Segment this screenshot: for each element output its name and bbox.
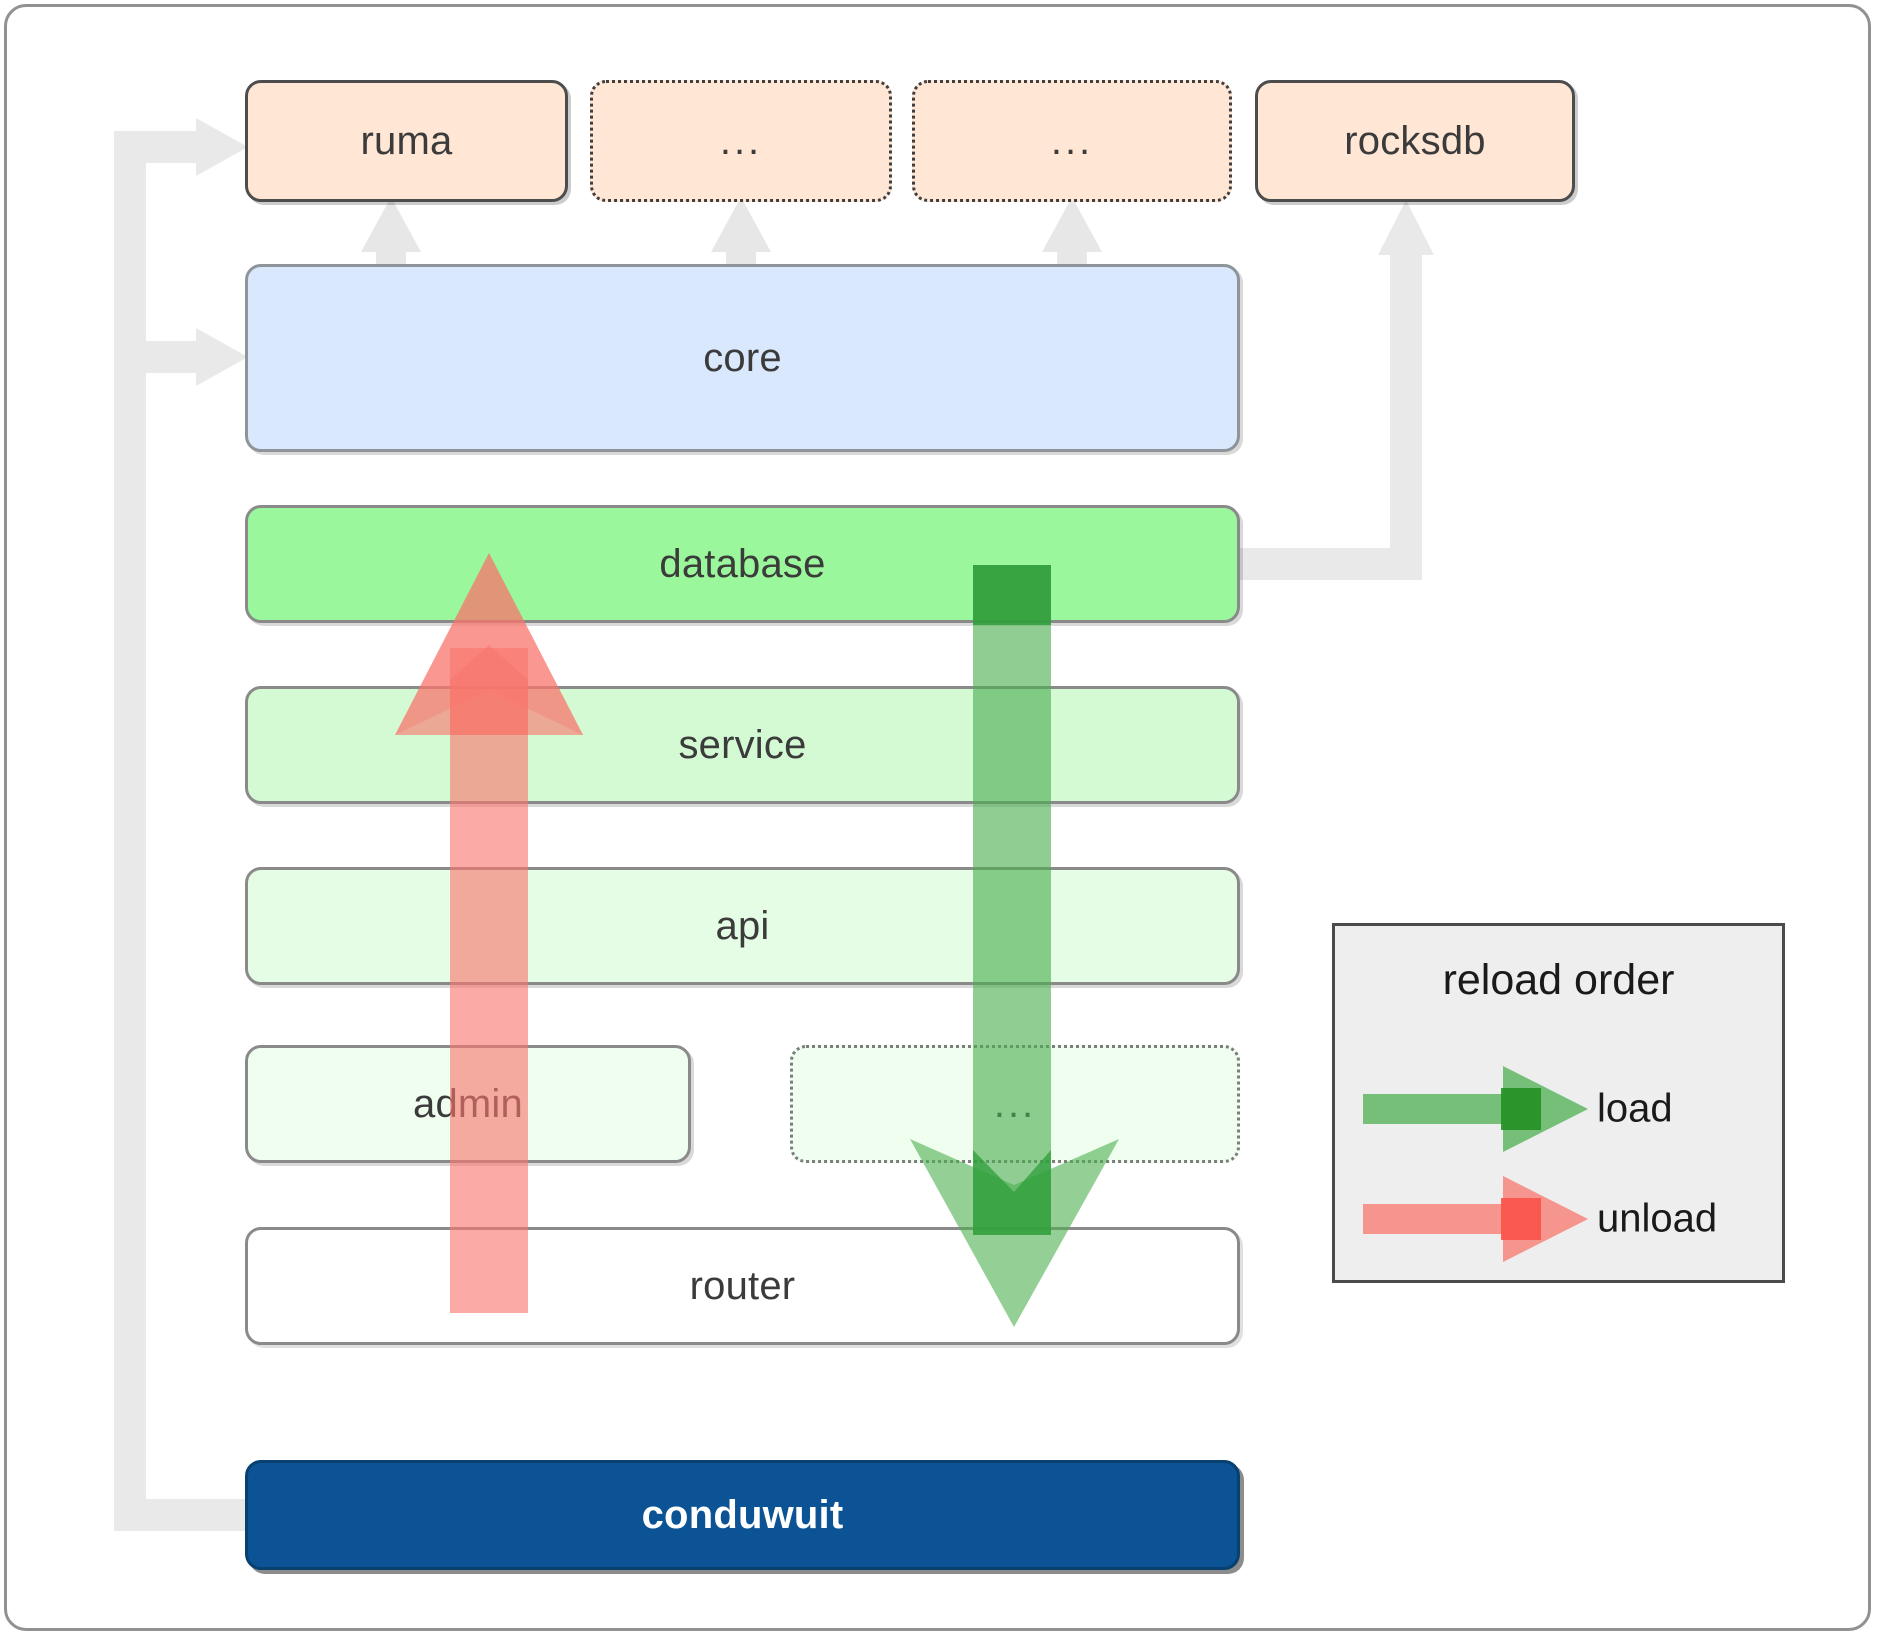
legend-label-unload: unload (1597, 1196, 1718, 1241)
dependency-box-rocksdb[interactable]: rocksdb (1255, 80, 1575, 202)
dependency-box-ruma[interactable]: ruma (245, 80, 568, 202)
layer-box-router[interactable]: router (245, 1227, 1240, 1345)
legend-panel: reload order load unload (1332, 923, 1785, 1283)
diagram-frame (4, 4, 1871, 1631)
layer-label-database: database (659, 541, 826, 586)
core-label: core (703, 335, 782, 380)
legend-title: reload order (1442, 956, 1675, 1004)
core-box[interactable]: core (245, 264, 1240, 452)
legend-row-load: load (1335, 1066, 1782, 1152)
dependency-label-rocksdb: rocksdb (1344, 118, 1486, 163)
legend-load-arrow-icon (1363, 1066, 1588, 1152)
layer-label-service: service (678, 722, 807, 767)
legend-row-unload: unload (1335, 1176, 1782, 1262)
layer-box-placeholder[interactable]: ... (790, 1045, 1240, 1163)
dependency-box-placeholder-2[interactable]: ... (912, 80, 1232, 202)
legend-label-load: load (1597, 1086, 1673, 1131)
layer-box-admin[interactable]: admin (245, 1045, 691, 1163)
legend-unload-arrow-icon (1363, 1176, 1588, 1262)
dependency-label-ruma: ruma (360, 118, 453, 163)
layer-label-api: api (715, 903, 770, 948)
application-box-conduwuit[interactable]: conduwuit (245, 1460, 1240, 1570)
layer-box-service[interactable]: service (245, 686, 1240, 804)
layer-label-admin: admin (413, 1081, 523, 1126)
layer-box-database[interactable]: database (245, 505, 1240, 623)
application-label-conduwuit: conduwuit (641, 1492, 844, 1537)
layer-box-api[interactable]: api (245, 867, 1240, 985)
dependency-box-placeholder-1[interactable]: ... (590, 80, 892, 202)
layer-label-router: router (689, 1263, 796, 1308)
